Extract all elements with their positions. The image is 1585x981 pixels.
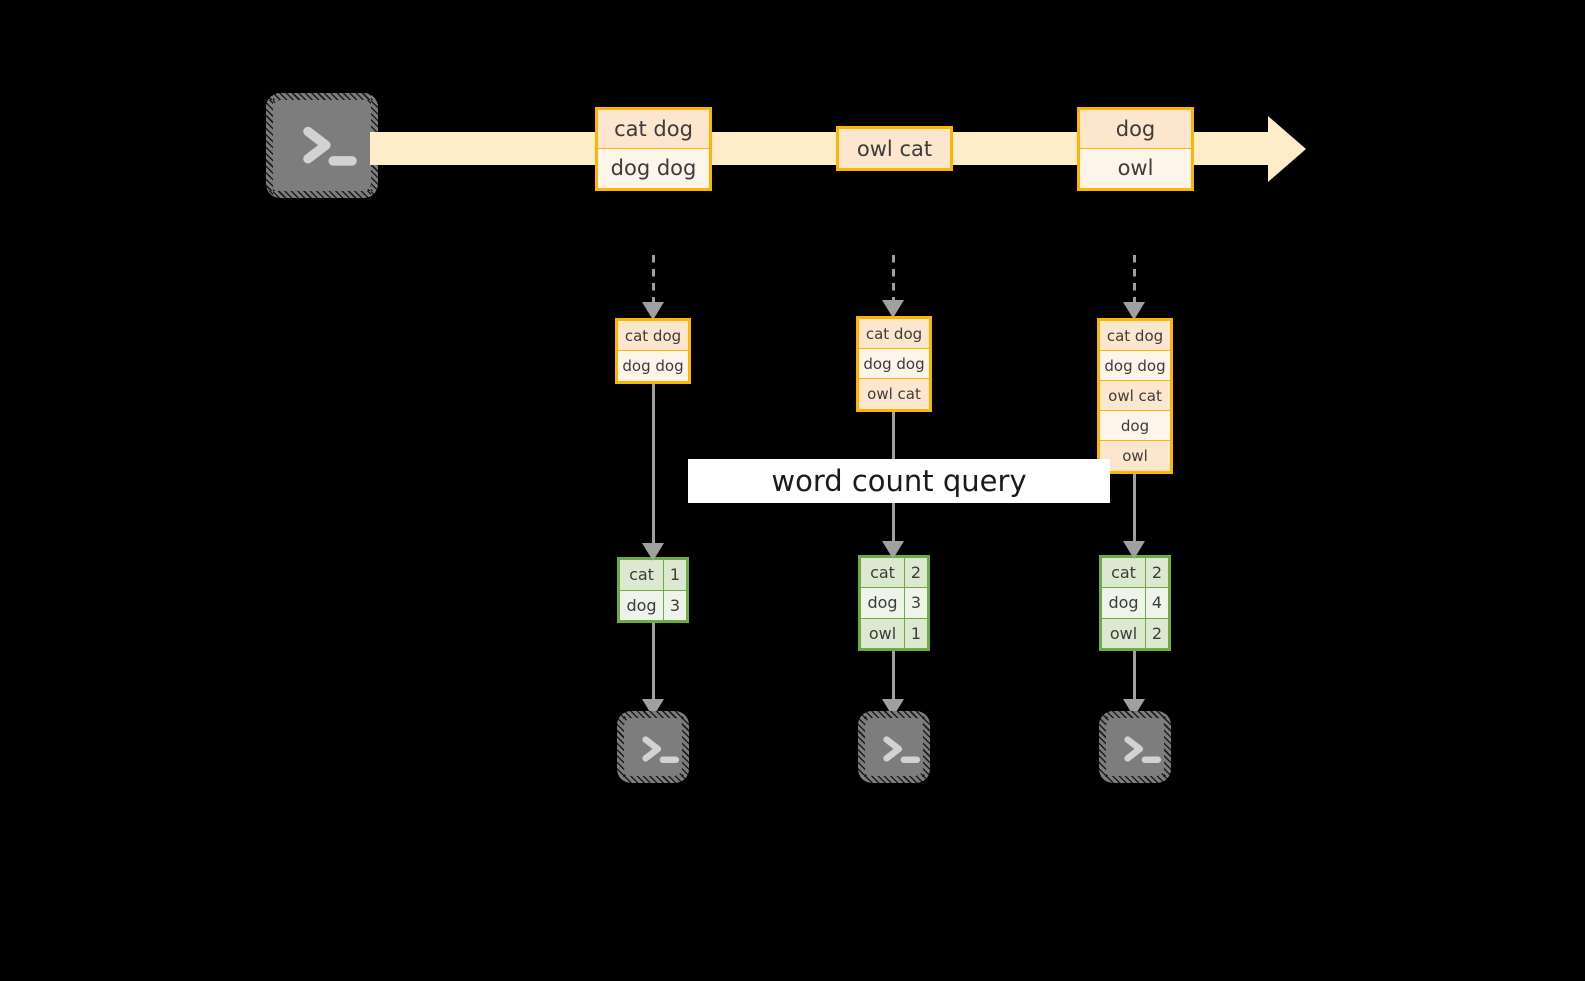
word-cell: owl [861,618,905,648]
sink-connector-line [651,623,655,709]
console-prompt-icon [1124,736,1162,763]
count-cell: 4 [1146,588,1168,618]
snapshot-3-sink-console [1099,711,1171,783]
word-cell: owl [1102,618,1146,648]
console-prompt-icon [642,736,680,763]
console-prompt-icon [883,736,921,763]
query-connector-arrowhead [882,541,904,559]
snapshot-record-line: dog dog [618,351,688,381]
stream-record-line: cat dog [598,109,709,149]
snapshot-record-line: owl cat [859,379,929,409]
dashed-feed-arrowhead [1123,302,1145,320]
query-connector-line [1132,474,1136,553]
stream-record-line: owl [1080,148,1191,188]
stream-record-line: dog [1080,109,1191,149]
snapshot-record-line: cat dog [859,319,929,349]
count-cell: 1 [664,560,686,590]
snapshot-record-line: owl [1100,441,1170,471]
snapshot-1-sink-console [617,711,689,783]
word-cell: cat [1102,558,1146,588]
count-cell: 2 [1146,558,1168,588]
snapshot-record-line: dog dog [1100,351,1170,381]
sink-connector-line [1132,651,1136,709]
snapshot-2-sink-console [858,711,930,783]
word-cell: dog [1102,588,1146,618]
source-console [266,93,378,198]
sink-connector-line [891,651,895,709]
dashed-feed-line [1132,255,1136,314]
count-cell: 3 [664,590,686,620]
snapshot-record-line: dog dog [859,349,929,379]
count-cell: 3 [905,588,927,618]
snapshot-record-line: cat dog [1100,321,1170,351]
word-cell: dog [620,590,664,620]
dashed-feed-arrowhead [642,302,664,320]
count-cell: 1 [905,618,927,648]
stream-arrowhead [1268,115,1306,182]
count-cell: 2 [1146,618,1168,648]
query-connector-arrowhead [642,543,664,561]
snapshot-record-line: dog [1100,411,1170,441]
word-cell: cat [620,560,664,590]
dashed-feed-line [891,255,895,312]
query-connector-line [651,384,655,555]
word-cell: dog [861,588,905,618]
snapshot-record-line: owl cat [1100,381,1170,411]
dashed-feed-arrowhead [882,300,904,318]
stream-record-line: owl cat [839,129,950,168]
dashed-feed-line [651,255,655,314]
query-connector-arrowhead [1123,541,1145,559]
query-label-band: word count query [688,459,1110,503]
word-cell: cat [861,558,905,588]
count-cell: 2 [905,558,927,588]
stream-record-line: dog dog [598,148,709,188]
console-prompt-icon [303,126,357,166]
snapshot-record-line: cat dog [618,321,688,351]
stream-record-2: owl cat [836,126,953,171]
